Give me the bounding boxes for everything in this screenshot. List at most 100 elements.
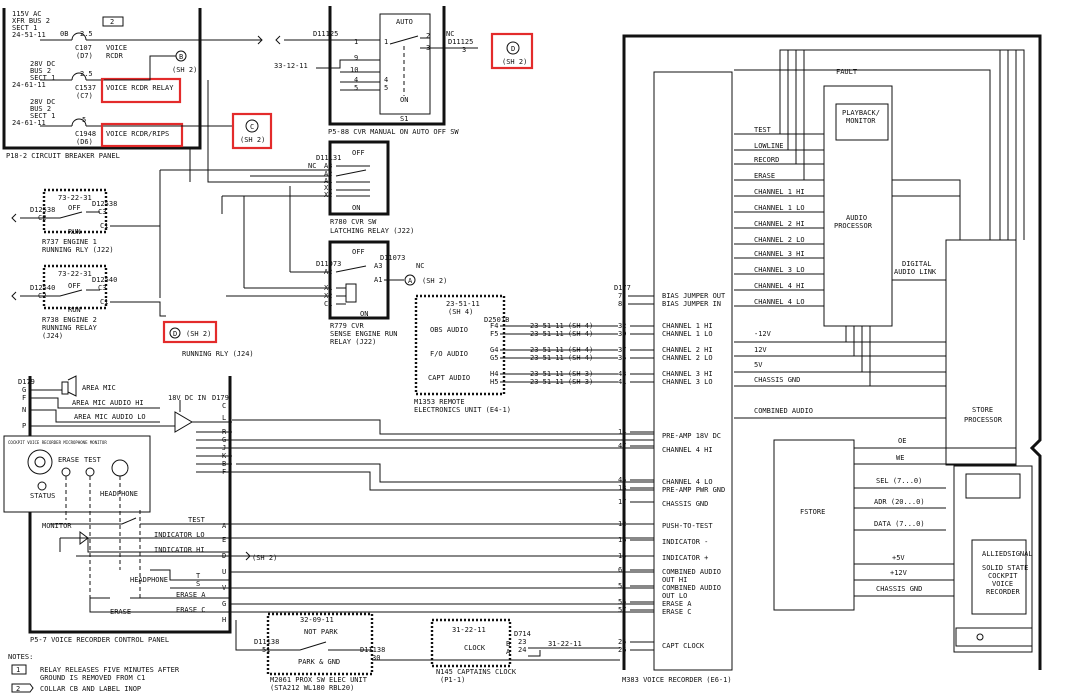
bus-signal-label: TEST	[754, 126, 772, 134]
latch-pin-nc: NC	[308, 162, 316, 170]
preamp-triangle	[174, 411, 193, 433]
eng2-caption2: RUNNING RELAY	[42, 324, 98, 332]
notes: NOTES: 1 RELAY RELEASES FIVE MINUTES AFT…	[8, 653, 180, 693]
note-flag-box	[102, 16, 124, 27]
prox-not-park: NOT PARK	[304, 628, 339, 636]
prox-conn2: D11138	[360, 646, 385, 654]
cb2-ref: 24-61-11	[12, 81, 46, 89]
recorder-pin-label: CHANNEL 4 LO	[662, 478, 713, 486]
digital-label: DIGITAL	[902, 260, 932, 268]
ctrl-pin-p: P	[22, 422, 26, 430]
sig-ind-hi-label: INDICATOR HI	[154, 546, 205, 554]
cb2-rating: 2.5	[80, 70, 93, 78]
we-label: WE	[896, 454, 904, 462]
clock-ref: 31-22-11	[452, 626, 486, 634]
ctrl-out-e: E	[222, 536, 226, 544]
switch-pin-4: 4	[384, 76, 388, 84]
store-label: STORE	[972, 406, 993, 414]
recorder-pin-label: PUSH-TO-TEST	[662, 522, 713, 530]
recorder-pin-label: OUT LO	[662, 592, 687, 600]
area-mic-hi-label: AREA MIC AUDIO HI	[72, 399, 144, 407]
cb2-sect: SECT 1	[30, 74, 55, 82]
recorder-pin-number: 25	[618, 638, 626, 646]
switch-out-conn: D11125	[448, 38, 473, 46]
recorder-pin-number: 14	[618, 428, 626, 436]
recorder-pin-label: OUT HI	[662, 576, 687, 584]
note1-num: 1	[16, 666, 20, 674]
playback-label: PLAYBACK/	[842, 109, 880, 117]
reu-conn: D2501B	[484, 316, 509, 324]
sense-caption2: SENSE ENGINE RUN	[330, 330, 397, 338]
ref-c-sheet: (SH 2)	[240, 136, 265, 144]
switch-auto-label: AUTO	[396, 18, 413, 26]
bus-store-wire	[892, 179, 961, 240]
ctrl-pin-r-l: L	[222, 414, 226, 422]
eng2-pin-c3: C3	[98, 284, 106, 292]
breaker-panel-caption: P18-2 CIRCUIT BREAKER PANEL	[6, 152, 120, 160]
cb3-label: VOICE RCDR/RIPS	[106, 130, 169, 138]
sig-test-label: TEST	[188, 516, 206, 524]
eng2-conn-l: D12540	[30, 284, 55, 292]
ctrl-face-title: COCKPIT VOICE RECORDER MICROPHONE MONITO…	[8, 440, 107, 445]
switch-pin-1: 1	[384, 38, 388, 46]
cvr-pin-4: 4	[354, 76, 358, 84]
cb2-id: C1537	[75, 84, 96, 92]
recorder-pin-number: 5	[618, 582, 622, 590]
cb1-label2: RCDR	[106, 52, 124, 60]
recorder-connector-strip	[653, 71, 733, 671]
reu-caption2: ELECTRONICS UNIT (E4-1)	[414, 406, 511, 414]
erase-button-icon[interactable]	[61, 467, 71, 477]
cb1-loc: (D7)	[76, 52, 93, 60]
ref-b-marker	[175, 50, 187, 62]
cvr-ref-d: D	[511, 45, 515, 53]
erase-label: ERASE	[58, 456, 79, 464]
clock-caption2: (P1-1)	[440, 676, 465, 684]
clock-frame	[430, 618, 512, 668]
note2-text: COLLAR CB AND LABEL INOP	[40, 685, 141, 693]
cb3-rating: 5	[82, 116, 86, 124]
latching-relay: D11131 OFF NC A3 A2 A1 X1 X2 ON R780 CVR…	[159, 140, 414, 298]
recorder-pin-number: 55	[618, 598, 626, 606]
sense-caption1: R779 CVR	[330, 322, 365, 330]
headphone-jack-icon[interactable]	[111, 459, 129, 477]
test-button-icon[interactable]	[85, 467, 95, 477]
recorder-pin-number: 35	[618, 354, 626, 362]
latching-relay-frame	[328, 140, 390, 216]
cvr-manual-switch: D11125 1 9 10 4 5 AUTO 2 1 3 4 5 ON S1 N…	[274, 6, 534, 136]
cb2-loc: (C7)	[76, 92, 93, 100]
cb2-supply: 28V DC	[30, 60, 55, 68]
audio-label: AUDIO	[846, 214, 867, 222]
ctrl-out-v: V	[222, 584, 227, 592]
switch-out-pin: 3	[462, 46, 466, 54]
switch-pin-5: 5	[384, 84, 388, 92]
cvr-pin-10: 10	[350, 66, 358, 74]
eng1-run: RUN	[68, 228, 81, 236]
recorder-pin-number: 16	[618, 536, 626, 544]
eng2-conn-r: D12540	[92, 276, 117, 284]
reu-obs-label: OBS AUDIO	[430, 326, 468, 334]
recorder-pin-label: CHASSIS GND	[662, 500, 708, 508]
reu-capt-p1: H4	[490, 370, 498, 378]
cvr-ref: 33-12-11	[274, 62, 308, 70]
sig-headphone-label: HEADPHONE	[130, 576, 168, 584]
clock-out-ref: 31-22-11	[548, 640, 582, 648]
bus-signal-label: ERASE	[754, 172, 775, 180]
headphone-label: HEADPHONE	[100, 490, 138, 498]
circuit-breaker-panel: 115V AC XFR BUS 2 SECT 1 24-51-11 0B 2.5…	[2, 8, 330, 183]
prox-caption2: (STA212 WL180 RBL20)	[270, 684, 354, 692]
sense-ref-a-sheet: (SH 2)	[422, 277, 447, 285]
cb1-pin: 0B	[60, 30, 68, 38]
latch-on: ON	[352, 204, 360, 212]
ctrl-out-t: T	[196, 572, 201, 580]
ctrl-out-a: A	[222, 522, 227, 530]
recorder-pin-label: CHANNEL 4 HI	[662, 446, 713, 454]
v12-label: 12V	[754, 346, 767, 354]
test-label: TEST	[84, 456, 102, 464]
bus-store-wire	[892, 195, 961, 240]
bus-signal-label: LOWLINE	[754, 142, 784, 150]
recorder-pin-number: 6	[618, 566, 622, 574]
clock-conn: D714	[514, 630, 531, 638]
latch-caption1: R780 CVR SW	[330, 218, 377, 226]
recorder-pin-number: 43	[618, 370, 626, 378]
